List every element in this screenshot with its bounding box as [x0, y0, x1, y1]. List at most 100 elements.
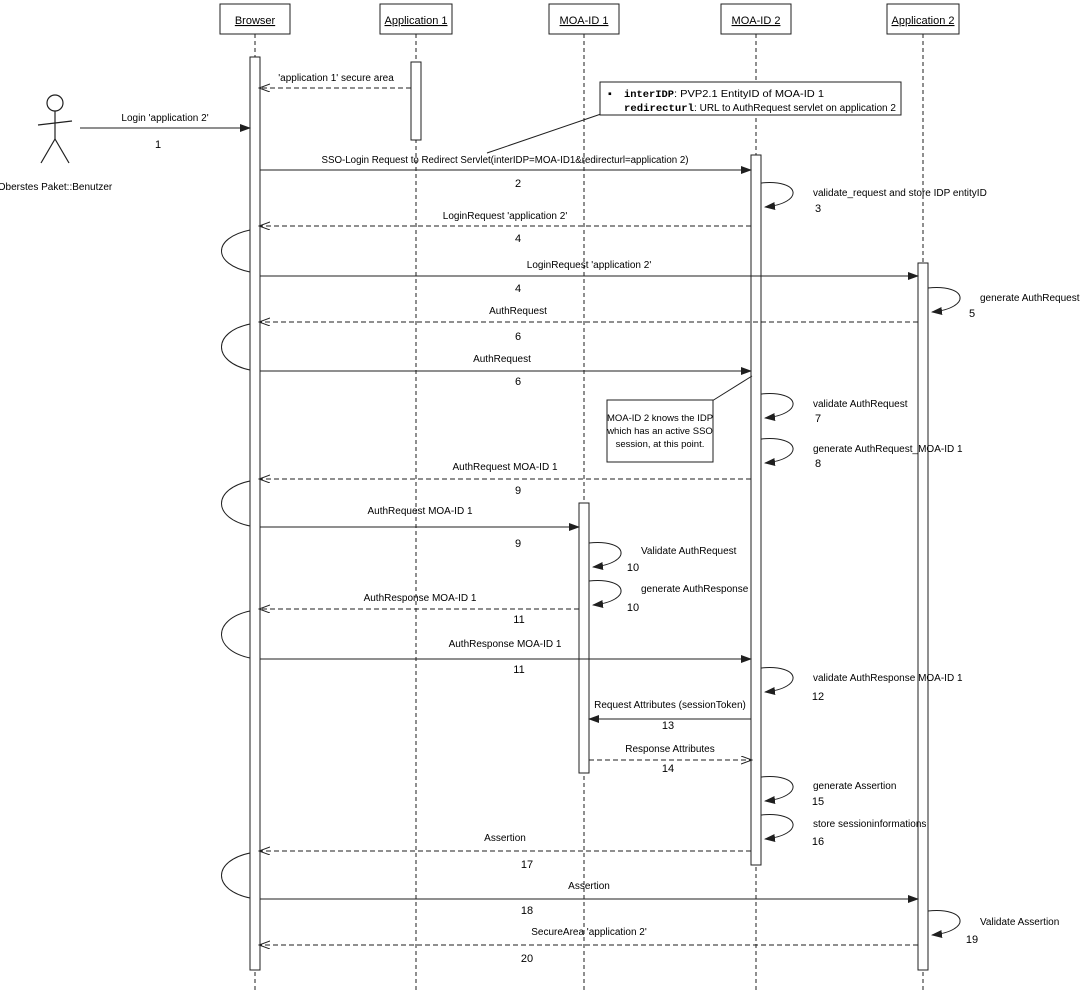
message-seq: 1	[155, 139, 161, 151]
message-seq: 4	[515, 233, 521, 245]
browser-redirect-arc	[221, 480, 251, 527]
message-seq: 6	[515, 331, 521, 343]
message-label: AuthResponse MOA-ID 1	[449, 639, 562, 650]
lifeline-head-box	[219, 3, 291, 35]
lifeline-moa-id-1: MOA-ID 1	[548, 3, 620, 35]
msg-generate-assertion: generate Assertion 15	[760, 776, 896, 808]
msg-loginrequest-to-application2: LoginRequest 'application 2' 4	[260, 260, 919, 295]
message-seq: 15	[812, 796, 824, 808]
message-seq: 4	[515, 283, 521, 295]
message-seq: 20	[521, 953, 533, 965]
actor-arms	[37, 120, 73, 126]
message-seq: 13	[662, 720, 674, 732]
message-label: SSO-Login Request to Redirect Servlet(in…	[322, 155, 689, 166]
msg-securearea-application2: SecureArea 'application 2' 20	[260, 927, 918, 965]
msg-validate-authrequest-moaid1: Validate AuthRequest 10	[588, 542, 737, 574]
message-label: generate AuthRequest_MOA-ID 1	[813, 444, 963, 455]
lifeline-head-box	[886, 3, 960, 35]
message-seq: 12	[812, 691, 824, 703]
note-line-1: MOA-ID 2 knows the IDP	[607, 413, 713, 424]
msg-sso-login-request: SSO-Login Request to Redirect Servlet(in…	[260, 155, 752, 190]
note-line-2: redirecturl: URL to AuthRequest servlet …	[624, 102, 896, 115]
message-seq: 6	[515, 376, 521, 388]
lifeline-label: MOA-ID 1	[560, 15, 609, 27]
message-seq: 14	[662, 763, 674, 775]
message-label: Assertion	[568, 881, 610, 892]
msg-loginrequest-to-browser: LoginRequest 'application 2' 4	[260, 211, 751, 245]
browser-redirect-arc	[221, 852, 251, 899]
lifeline-application-2: Application 2	[886, 3, 960, 35]
self-message-loop	[760, 438, 794, 466]
msg-validate-request-store-idp: validate_request and store IDP entityID …	[760, 182, 987, 215]
note-line-3: session, at this point.	[616, 439, 705, 450]
message-label: Login 'application 2'	[121, 113, 208, 124]
note-text: : PVP2.1 EntityID of MOA-ID 1	[674, 88, 824, 100]
message-seq: 18	[521, 905, 533, 917]
actor-label: Oberstes Paket::Benutzer	[0, 182, 113, 193]
message-label: 'application 1' secure area	[278, 73, 394, 84]
lifeline-browser: Browser	[219, 3, 291, 35]
lifeline-application-1: Application 1	[379, 3, 453, 35]
msg-validate-authrequest-moaid2: validate AuthRequest 7	[760, 393, 908, 425]
browser-redirect-arc	[221, 610, 251, 659]
message-label: validate AuthRequest	[813, 399, 908, 410]
message-label: generate Assertion	[813, 781, 896, 792]
activation-browser	[249, 56, 261, 971]
message-label: AuthRequest	[473, 354, 531, 365]
msg-store-sessioninformations: store sessioninformations 16	[760, 814, 926, 848]
note-term: interIDP	[624, 89, 674, 101]
message-label: validate AuthResponse MOA-ID 1	[813, 673, 963, 684]
msg-authresponse-to-browser: AuthResponse MOA-ID 1 11	[260, 593, 579, 626]
lifeline-head-box	[379, 3, 453, 35]
self-message-loop	[927, 287, 961, 315]
msg-validate-authresponse: validate AuthResponse MOA-ID 1 12	[760, 667, 963, 703]
note-box	[599, 81, 902, 116]
lifeline-label: Browser	[235, 15, 276, 27]
self-message-loop	[760, 667, 794, 695]
message-seq: 10	[627, 602, 639, 614]
message-label: Validate AuthRequest	[641, 546, 737, 557]
actor-benutzer: Oberstes Paket::Benutzer	[0, 94, 113, 193]
activation-moa-id-1	[578, 502, 590, 774]
lifeline-label: MOA-ID 2	[732, 15, 781, 27]
actor-head	[46, 94, 64, 112]
activation-application-2	[917, 262, 929, 971]
message-label: generate AuthResponse	[641, 584, 749, 595]
msg-request-attributes: Request Attributes (sessionToken) 13	[588, 700, 751, 732]
message-label: Response Attributes	[625, 744, 715, 755]
message-label: Request Attributes (sessionToken)	[594, 700, 746, 711]
self-message-loop	[760, 776, 794, 804]
browser-redirect-arc	[221, 323, 251, 371]
message-seq: 11	[513, 614, 524, 626]
msg-generate-authrequest: generate AuthRequest 5	[927, 287, 1080, 320]
message-label: AuthResponse MOA-ID 1	[364, 593, 477, 604]
message-seq: 10	[627, 562, 639, 574]
browser-redirect-arc	[221, 229, 251, 273]
message-seq: 5	[969, 308, 975, 320]
self-message-loop	[760, 182, 794, 210]
self-message-loop	[760, 393, 794, 421]
lifeline-label: Application 2	[892, 15, 955, 27]
message-label: SecureArea 'application 2'	[531, 927, 647, 938]
note-line-1: ▪interIDP: PVP2.1 EntityID of MOA-ID 1	[608, 88, 824, 101]
lifeline-moa-id-2: MOA-ID 2	[720, 3, 792, 35]
note-text: : URL to AuthRequest servlet on applicat…	[694, 102, 896, 114]
msg-validate-assertion: Validate Assertion 19	[927, 910, 1059, 946]
self-message-loop	[588, 580, 622, 608]
msg-generate-authrequest-moaid1: generate AuthRequest_MOA-ID 1 8	[760, 438, 963, 470]
msg-assertion-to-application2: Assertion 18	[260, 881, 919, 917]
self-message-loop	[927, 910, 961, 938]
message-label: AuthRequest MOA-ID 1	[367, 506, 472, 517]
lifeline-label: Application 1	[385, 15, 448, 27]
msg-login-application2: Login 'application 2' 1	[80, 113, 251, 151]
self-message-loop	[760, 814, 794, 842]
message-seq: 16	[812, 836, 824, 848]
note-connector	[486, 113, 602, 154]
note-box	[606, 399, 714, 463]
actor-leg-left	[40, 138, 56, 164]
msg-authrequest-to-moaid2: AuthRequest 6	[260, 354, 752, 388]
message-label: LoginRequest 'application 2'	[527, 260, 652, 271]
message-seq: 2	[515, 178, 521, 190]
lifeline-head-box	[720, 3, 792, 35]
